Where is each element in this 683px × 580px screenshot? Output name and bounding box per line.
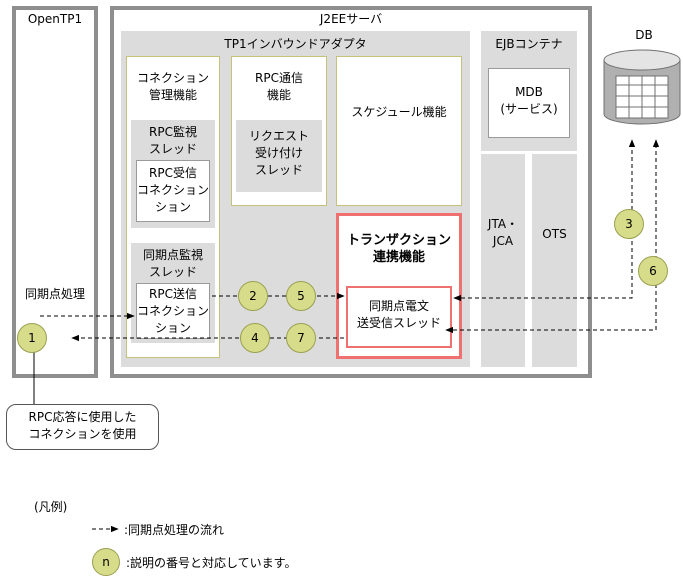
scheduler-label: スケジュール機能 [351,105,447,119]
callout-text: RPC応答に使用したコネクションを使用 [28,410,137,441]
mdb-service [488,68,570,138]
rpc-send-connection-label: RPC送信コネクションション [136,287,209,335]
arrow-sync-thread-db-1 [453,139,636,302]
step-2: 2 [238,281,268,311]
rpc-receive-connection [136,160,210,222]
sync-message-thread-label: 同期点電文送受信スレッド [356,299,441,330]
scheduler [336,56,462,206]
j2ee-server-title: J2EEサーバ [319,12,383,26]
step-6: 6 [638,256,668,286]
legend-title: (凡例) [34,500,68,514]
rpc-watch-thread-label: RPC監視スレッド [148,125,197,156]
arrow-sync-thread-db-2 [445,139,660,334]
db-title: DB [635,28,653,42]
sync-process-label: 同期点処理 [24,287,85,301]
tp1-inbound-adapter-title: TP1インバウンドアダプタ [224,37,367,51]
step-3: 3 [614,209,644,239]
callout-box [6,404,159,450]
legend-circle-desc: :説明の番号と対応しています。 [126,556,297,570]
transaction-link-function-label: トランザクション連携機能 [346,233,451,265]
mdb-service-label: MDB(サービス) [500,85,558,116]
request-accept-thread-label: リクエスト受け付けスレッド [248,129,309,177]
rpc-receive-connection-label: RPC受信コネクションション [136,166,209,214]
step-1: 1 [17,323,47,353]
request-accept-thread [236,120,322,192]
ejb-container-title: EJBコンテナ [495,37,563,51]
sync-watch-thread-label: 同期点監視スレッド [142,248,203,279]
step-5: 5 [286,281,316,311]
legend-circle-icon: n [92,548,120,576]
rpc-send-connection [136,283,210,339]
step-7: 7 [286,323,316,353]
rpc-communication-label: RPC通信機能 [255,71,303,102]
connection-management-label: コネクション管理機能 [136,71,209,102]
step-4: 4 [240,323,270,353]
legend-arrow-desc: :同期点処理の流れ [124,523,225,537]
sync-message-thread [346,286,452,348]
opentp1-title: OpenTP1 [27,12,83,26]
